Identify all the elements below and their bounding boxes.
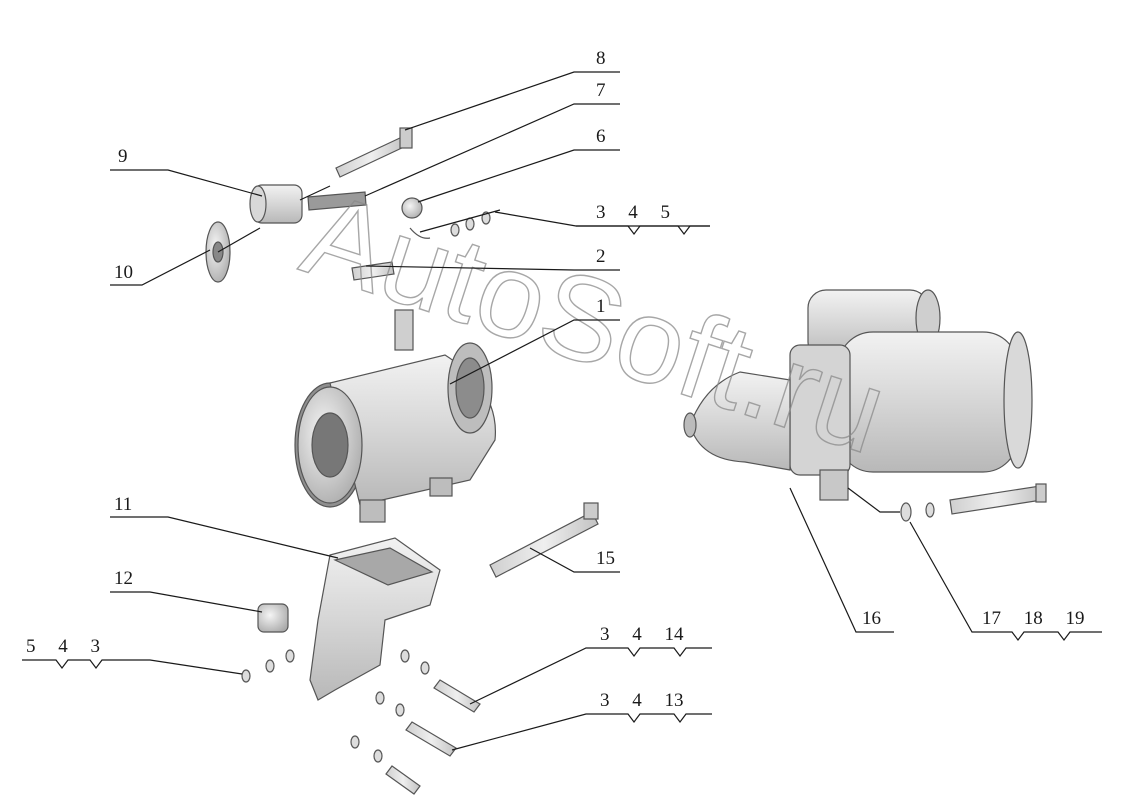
washers-3-4-5-top xyxy=(450,211,491,237)
leader-15 xyxy=(529,547,620,573)
leader-3-4-13 xyxy=(451,713,712,751)
leader-12 xyxy=(110,591,263,613)
brace-345-top xyxy=(576,225,710,235)
callout-16: 16 xyxy=(862,608,881,629)
alternator xyxy=(294,309,497,523)
callout-3-4-14: 3 4 14 xyxy=(600,624,684,645)
washers-3-4-5-left xyxy=(241,649,295,683)
callout-3-4-13: 3 4 13 xyxy=(600,690,684,711)
leader-10 xyxy=(110,249,211,286)
callout-2: 2 xyxy=(596,246,606,267)
leader-543-left xyxy=(22,659,243,675)
leader-6 xyxy=(417,149,620,203)
part-9-sleeve xyxy=(249,184,303,224)
leader-3-4-14 xyxy=(469,647,712,705)
callout-12: 12 xyxy=(114,568,133,589)
part-8-bolt xyxy=(335,127,413,178)
leader-17-18-19 xyxy=(909,521,1102,641)
starter-motor xyxy=(683,289,1033,501)
callout-10: 10 xyxy=(114,262,133,283)
leader-11 xyxy=(110,516,339,559)
part-6-bushing xyxy=(401,197,423,219)
callout-9: 9 xyxy=(118,146,128,167)
leader-8 xyxy=(404,71,620,131)
lower-bolts-13-14 xyxy=(350,649,481,795)
part-11-bracket xyxy=(309,537,441,701)
callout-11: 11 xyxy=(114,494,132,515)
callout-543-left: 5 4 3 xyxy=(26,636,100,657)
leader-9 xyxy=(110,169,263,197)
part-15-bolt xyxy=(489,502,599,578)
leader-7 xyxy=(364,103,620,197)
callout-8: 8 xyxy=(596,48,606,69)
leader-16 xyxy=(789,487,894,633)
callout-6: 6 xyxy=(596,126,606,147)
starter-bolt-kit xyxy=(847,483,1047,522)
part-7-pin xyxy=(307,191,367,211)
callout-15: 15 xyxy=(596,548,615,569)
callout-1: 1 xyxy=(596,296,606,317)
leader-1 xyxy=(449,319,620,385)
part-12-spacer xyxy=(257,603,289,633)
assembly-axis-line xyxy=(217,185,501,253)
callout-7: 7 xyxy=(596,80,606,101)
leader-2 xyxy=(365,265,620,271)
callout-17-18-19: 17 18 19 xyxy=(982,608,1085,629)
callout-345-top: 3 4 5 xyxy=(596,202,670,223)
